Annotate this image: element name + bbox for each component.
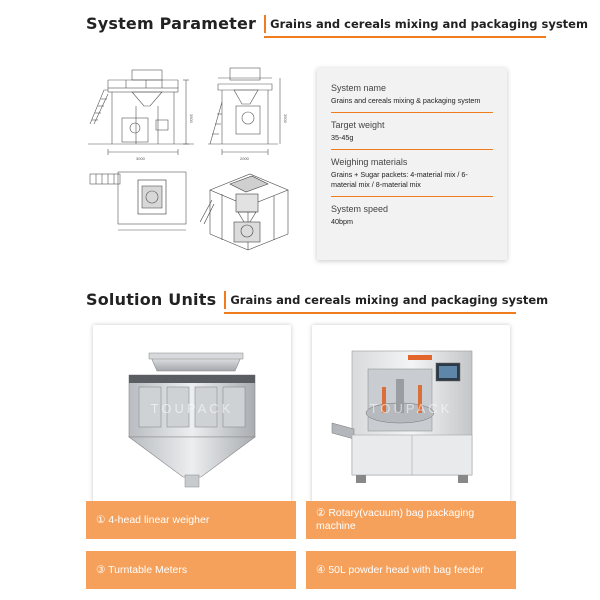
- param-system-speed: System speed 40bpm: [331, 203, 493, 233]
- param-weighing-materials: Weighing materials Grains + Sugar packet…: [331, 156, 493, 197]
- param-label: Weighing materials: [331, 157, 408, 167]
- front-elevation-drawing: 3000 3500: [86, 62, 198, 162]
- param-label: Target weight: [331, 120, 385, 130]
- section-title: System Parameter: [86, 14, 257, 33]
- solution-unit-label: ③ Turntable Meters: [86, 551, 296, 589]
- accent-tick: [264, 14, 267, 33]
- param-value: 40bpm: [331, 217, 353, 226]
- linear-weigher-illustration: TOUPACK: [128, 352, 256, 488]
- accent-tick: [224, 290, 227, 309]
- linear-weigher-image-card: TOUPACK: [93, 325, 291, 503]
- side-width-dim: 2000: [240, 156, 250, 161]
- solution-units-header: Solution Units Grains and cereals mixing…: [86, 290, 549, 314]
- param-value: Grains + Sugar packets: 4-material mix /…: [331, 170, 468, 189]
- rotary-packaging-image-card: TOUPACK: [312, 325, 510, 503]
- watermark-text: TOUPACK: [151, 401, 234, 416]
- system-parameter-header: System Parameter Grains and cereals mixi…: [86, 14, 588, 38]
- isometric-drawing: [199, 164, 296, 256]
- param-label: System speed: [331, 204, 389, 214]
- front-height-dim: 3500: [189, 114, 194, 124]
- rotary-packaging-illustration: TOUPACK: [331, 350, 473, 483]
- side-elevation-drawing: 2000 3500: [208, 62, 290, 162]
- section-subtitle: Grains and cereals mixing and packaging …: [270, 16, 588, 31]
- solution-unit-label: ④ 50L powder head with bag feeder: [306, 551, 516, 589]
- param-system-name: System name Grains and cereals mixing & …: [331, 82, 493, 113]
- solution-unit-label: ① 4-head linear weigher: [86, 501, 296, 539]
- watermark-text: TOUPACK: [370, 401, 453, 416]
- accent-underline: [264, 35, 547, 38]
- param-target-weight: Target weight 35-45g: [331, 119, 493, 150]
- param-label: System name: [331, 83, 387, 93]
- section-subtitle-wrap: Grains and cereals mixing and packaging …: [264, 14, 588, 38]
- plan-view-drawing: [86, 166, 198, 236]
- section-subtitle: Grains and cereals mixing and packaging …: [230, 292, 549, 307]
- system-parameter-card: System name Grains and cereals mixing & …: [317, 68, 507, 260]
- section-subtitle-wrap: Grains and cereals mixing and packaging …: [224, 290, 549, 314]
- accent-underline: [224, 311, 517, 314]
- solution-unit-label: ② Rotary(vacuum) bag packaging machine: [306, 501, 516, 539]
- param-value: Grains and cereals mixing & packaging sy…: [331, 96, 481, 105]
- section-title: Solution Units: [86, 290, 217, 309]
- side-height-dim: 3500: [283, 114, 288, 124]
- front-width-dim: 3000: [136, 156, 146, 161]
- param-value: 35-45g: [331, 133, 354, 142]
